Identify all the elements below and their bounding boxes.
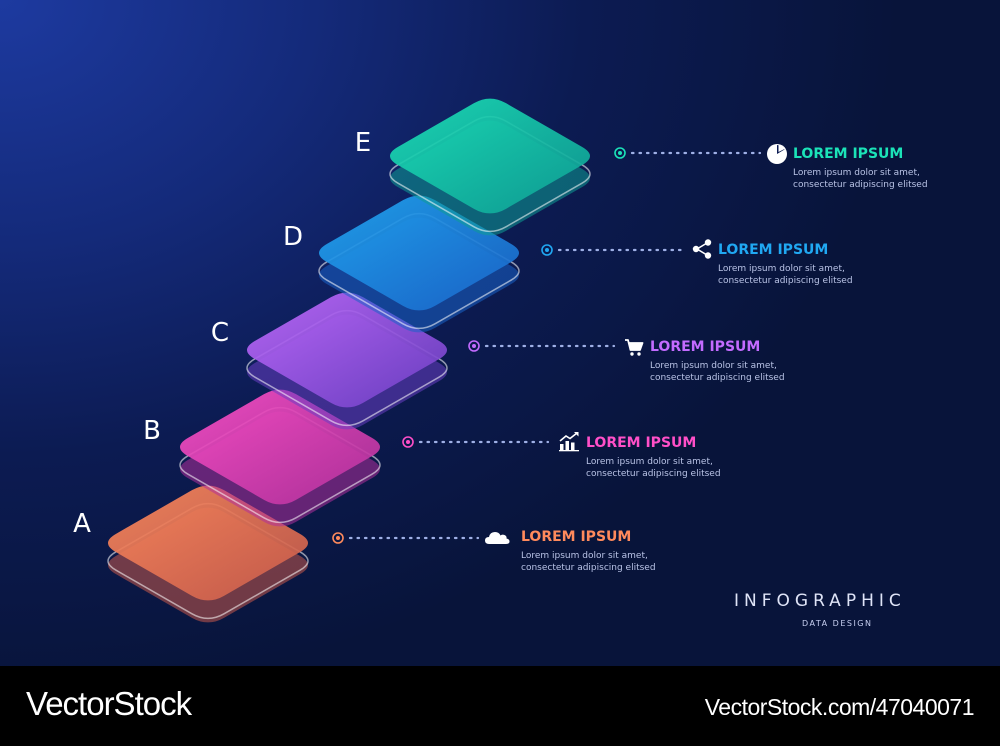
callout-line-2: consectetur adipiscing elitsed — [586, 469, 721, 479]
callout-description: Lorem ipsum dolor sit amet, consectetur a… — [586, 456, 846, 480]
connector-d — [541, 244, 688, 256]
connector-ring — [541, 244, 553, 256]
step-letter-e: E — [354, 128, 372, 158]
callout-d: LOREM IPSUM Lorem ipsum dolor sit amet, co… — [718, 242, 978, 287]
callout-description: Lorem ipsum dolor sit amet, consectetur a… — [793, 167, 1000, 191]
connector-e — [614, 147, 762, 159]
watermark-footer: VectorStock VectorStock.com/47040071 — [0, 666, 1000, 746]
connector-dot — [336, 536, 340, 540]
infographic-subtitle: DATA DESIGN — [802, 619, 873, 628]
callout-line-2: consectetur adipiscing elitsed — [718, 276, 853, 286]
tile-top — [390, 98, 590, 214]
connector-dot — [545, 248, 549, 252]
pie-chart-icon — [767, 144, 787, 164]
shopping-cart-icon — [625, 339, 644, 356]
infographic-title: INFOGRAPHIC — [734, 591, 906, 611]
callout-description: Lorem ipsum dolor sit amet, consectetur a… — [650, 360, 910, 384]
callout-c: LOREM IPSUM Lorem ipsum dolor sit amet, co… — [650, 339, 910, 384]
vectorstock-url: VectorStock.com/47040071 — [704, 694, 975, 720]
callout-line-2: consectetur adipiscing elitsed — [793, 180, 928, 190]
connector-ring — [468, 340, 480, 352]
callout-line-1: Lorem ipsum dolor sit amet, — [521, 551, 648, 561]
step-letter-a: A — [73, 509, 91, 539]
callout-e: LOREM IPSUM Lorem ipsum dolor sit amet, co… — [793, 146, 1000, 191]
connector-b — [402, 436, 550, 448]
callout-title: LOREM IPSUM — [586, 435, 697, 451]
share-icon — [692, 239, 712, 259]
connector-a — [332, 532, 480, 544]
callout-line-2: consectetur adipiscing elitsed — [521, 563, 656, 573]
connector-ring — [402, 436, 414, 448]
callout-b: LOREM IPSUM Lorem ipsum dolor sit amet, co… — [586, 435, 846, 480]
step-letter-c: C — [210, 318, 230, 348]
callout-title: LOREM IPSUM — [793, 146, 904, 162]
growth-chart-icon — [559, 432, 579, 452]
vectorstock-logo: VectorStock — [26, 685, 192, 722]
callout-line-1: Lorem ipsum dolor sit amet, — [586, 457, 713, 467]
connector-c — [468, 340, 616, 352]
callout-description: Lorem ipsum dolor sit amet, consectetur a… — [521, 550, 781, 574]
connector-ring — [614, 147, 626, 159]
connector-dot — [472, 344, 476, 348]
infographic-canvas: A B C D E LOREM IPSUM Lorem ipsum dolor sit a… — [0, 0, 1000, 666]
callout-description: Lorem ipsum dolor sit amet, consectetur a… — [718, 263, 978, 287]
callout-line-1: Lorem ipsum dolor sit amet, — [718, 264, 845, 274]
step-letter-d: D — [282, 222, 304, 252]
callout-line-1: Lorem ipsum dolor sit amet, — [793, 168, 920, 178]
connector-ring — [332, 532, 344, 544]
step-letter-b: B — [143, 416, 161, 446]
connector-dot — [618, 151, 622, 155]
callout-title: LOREM IPSUM — [650, 339, 761, 355]
step-tile-e — [389, 98, 591, 236]
callout-line-1: Lorem ipsum dolor sit amet, — [650, 361, 777, 371]
callout-title: LOREM IPSUM — [521, 529, 632, 545]
callout-a: LOREM IPSUM Lorem ipsum dolor sit amet, co… — [521, 529, 781, 574]
cloud-icon — [485, 532, 510, 544]
callout-title: LOREM IPSUM — [718, 242, 829, 258]
callout-line-2: consectetur adipiscing elitsed — [650, 373, 785, 383]
steps-diagram — [107, 98, 762, 623]
connector-dot — [406, 440, 410, 444]
